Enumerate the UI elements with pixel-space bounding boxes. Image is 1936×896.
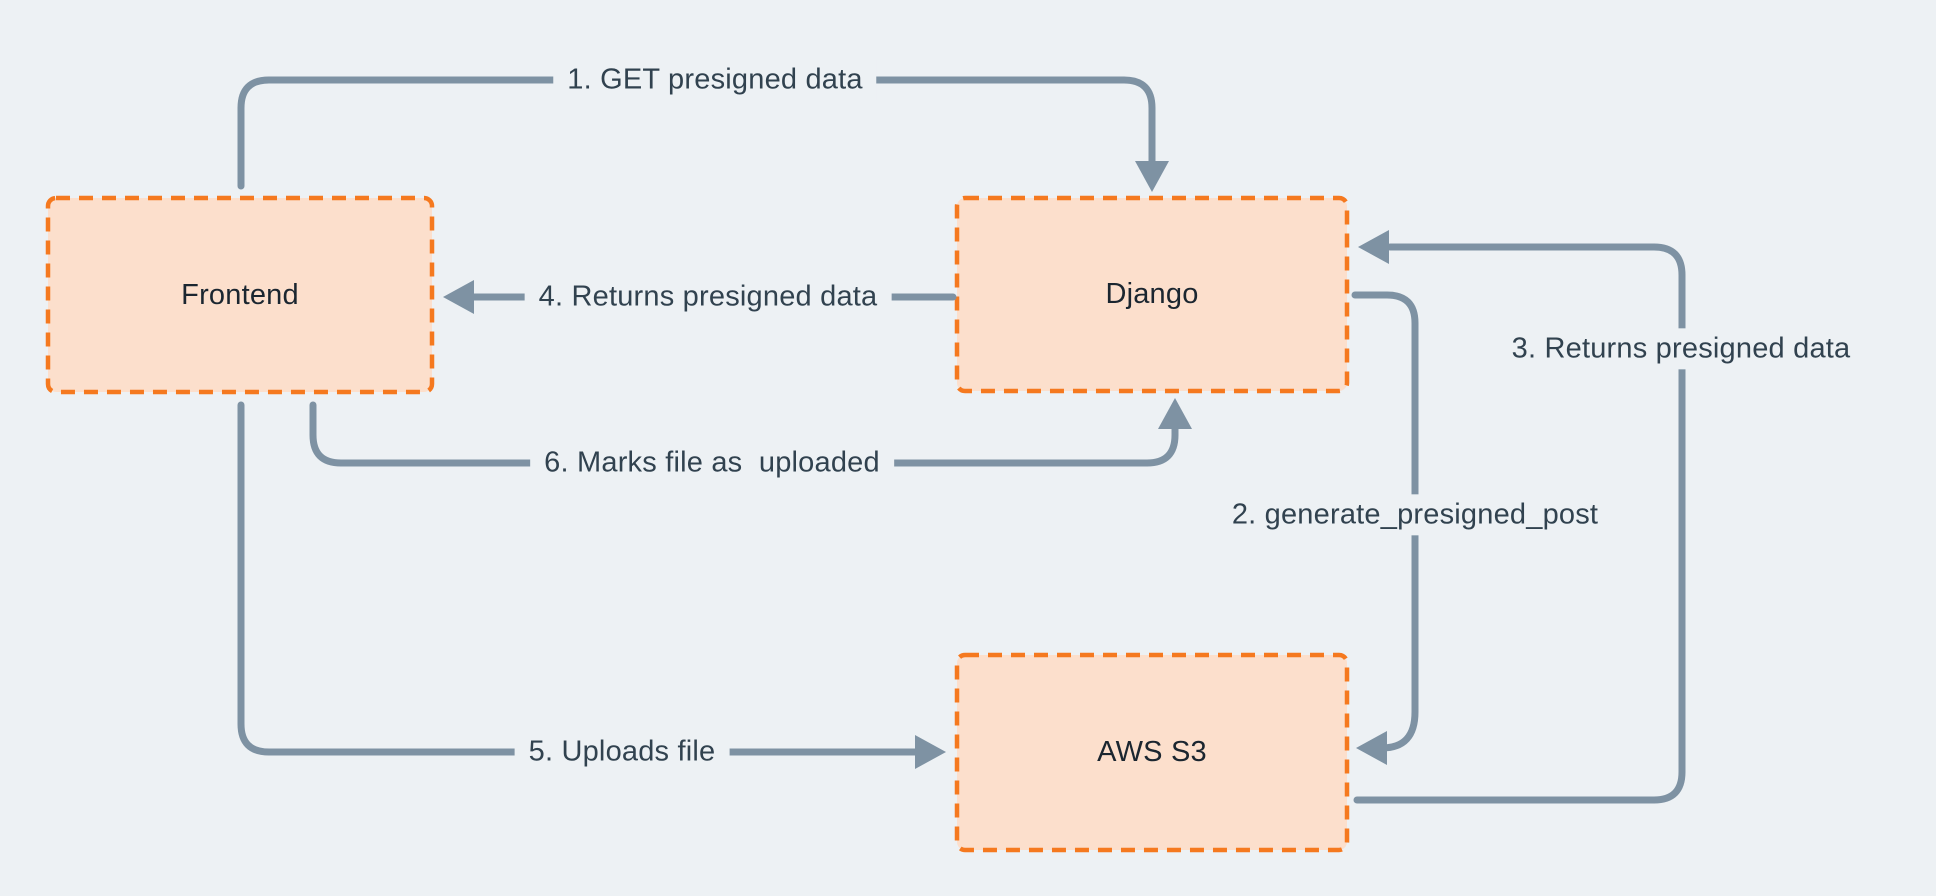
edge-3-aws-s3-to-django <box>1353 230 1686 804</box>
edge-2-line <box>1351 291 1419 752</box>
node-aws-s3-rect <box>954 652 1350 853</box>
node-label-aws-s3: AWS S3 <box>1097 736 1207 769</box>
node-django-rect <box>954 195 1350 394</box>
edge-4-arrowhead <box>443 280 474 314</box>
edge-label-3: 3. Returns presigned data <box>1497 328 1865 370</box>
edge-5-frontend-to-aws-s3 <box>237 401 946 769</box>
node-frontend-rect <box>45 195 435 395</box>
edge-label-1: 1. GET presigned data <box>553 59 877 101</box>
edge-label-4: 4. Returns presigned data <box>524 276 892 318</box>
edge-2-arrowhead <box>1356 731 1387 765</box>
node-frontend-box <box>45 195 435 395</box>
node-aws-s3-box <box>954 652 1350 853</box>
edge-label-2: 2. generate_presigned_post <box>1217 494 1613 536</box>
edge-3-line <box>1353 243 1686 804</box>
node-django-box <box>954 195 1350 394</box>
node-label-frontend: Frontend <box>181 279 299 312</box>
edge-label-5: 5. Uploads file <box>514 731 730 773</box>
edge-2-django-to-aws-s3 <box>1351 291 1419 765</box>
edge-label-6: 6. Marks file as uploaded <box>530 442 894 484</box>
edge-3-arrowhead <box>1358 230 1389 264</box>
node-label-django: Django <box>1105 278 1199 311</box>
edge-1-arrowhead <box>1135 161 1169 192</box>
edge-6-arrowhead <box>1158 398 1192 429</box>
edge-5-arrowhead <box>915 735 946 769</box>
edge-5-line <box>237 401 919 756</box>
